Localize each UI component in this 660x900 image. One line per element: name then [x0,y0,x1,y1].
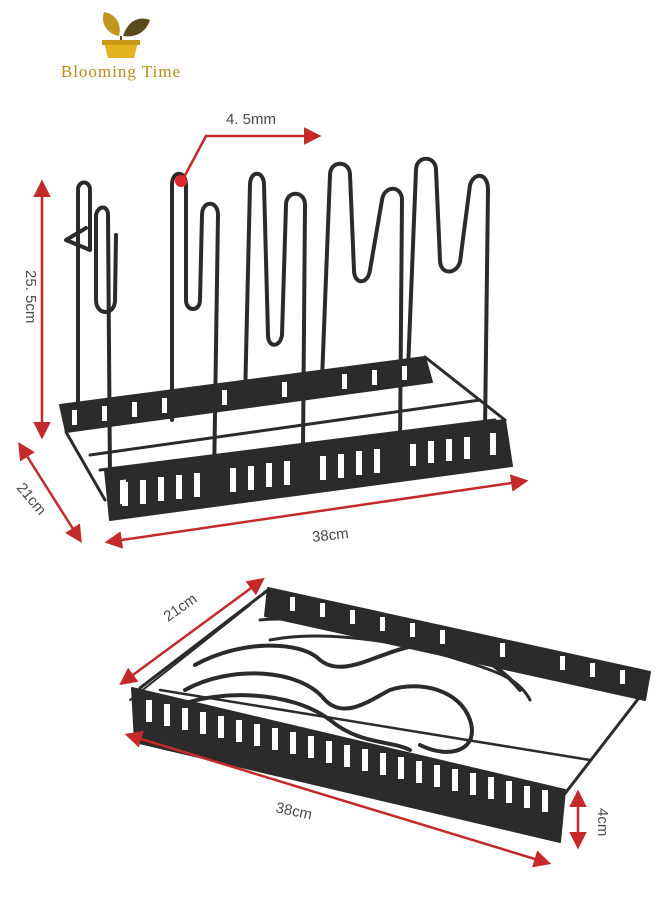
dim-wire-label: 4. 5mm [226,111,276,128]
brand-logo: Blooming Time [16,6,226,86]
dim-height-label: 25. 5cm [22,270,39,323]
dim-length-label: 38cm [311,525,349,546]
flat-rack [129,587,651,843]
brand-name: Blooming Time [60,62,182,81]
flat-dim-height-label: 4cm [594,808,611,836]
flat-dim-depth-label: 21cm [161,590,201,625]
plant-pot-icon [102,12,150,58]
flat-dim-length-label: 38cm [274,799,313,823]
upright-dimensions [18,127,529,549]
wire-marker-dot [175,175,187,187]
dim-depth-label: 21cm [13,480,50,519]
flat-dimensions [119,577,587,868]
